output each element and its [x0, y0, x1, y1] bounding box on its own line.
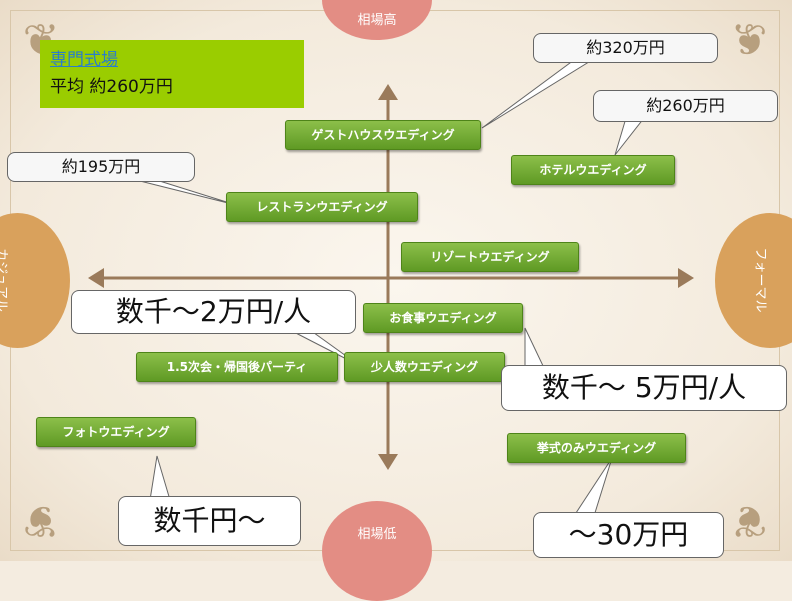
tag-meal-wedding: お食事ウエディング	[363, 303, 523, 333]
average-price: 平均 約260万円	[50, 77, 173, 97]
tag-small-wedding: 少人数ウエディング	[344, 352, 505, 382]
tag-party-after-return: 1.5次会・帰国後パーティ	[136, 352, 338, 382]
tag-resort-wedding: リゾートウエディング	[401, 242, 579, 272]
tag-photo-wedding: フォトウエディング	[36, 417, 196, 447]
tag-hotel-wedding: ホテルウエディング	[511, 155, 675, 185]
venue-type-link[interactable]: 専門式場	[50, 50, 118, 70]
tag-ceremony-only-wedding: 挙式のみウエディング	[507, 433, 686, 463]
price-callout-party: 数千～2万円/人	[71, 290, 356, 334]
tag-restaurant-wedding: レストランウエディング	[226, 192, 418, 222]
average-summary: 専門式場 平均 約260万円	[40, 40, 304, 108]
price-callout-ceremony: ～30万円	[533, 512, 724, 558]
tag-guesthouse-wedding: ゲストハウスウエディング	[285, 120, 481, 150]
price-callout-photo: 数千円～	[118, 496, 301, 546]
price-callout-hotel: 約260万円	[593, 90, 778, 122]
price-callout-guesthouse: 約320万円	[533, 33, 718, 63]
price-callout-restaurant: 約195万円	[7, 152, 195, 182]
axes	[88, 59, 694, 517]
price-callout-meal: 数千～ 5万円/人	[501, 365, 787, 411]
